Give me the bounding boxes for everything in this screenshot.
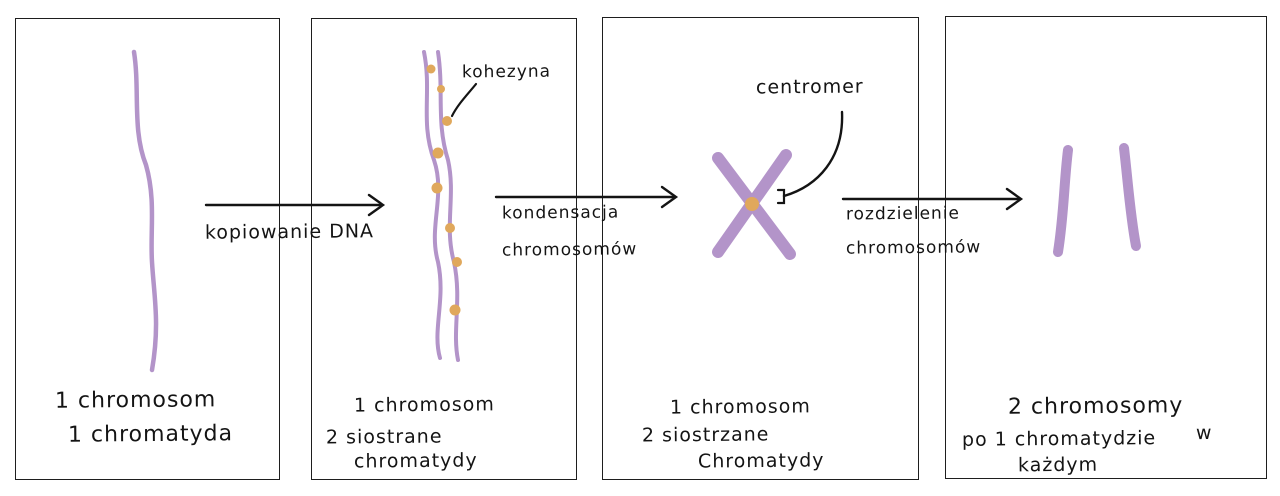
sister-chromatid-left [422,50,443,360]
cohesin-dot [431,182,443,194]
cohesin-pointer-line [450,82,478,118]
arrow-2-label-line-1: kondensacja [501,202,620,224]
panel-4-caption-line-3: w [1195,421,1213,445]
arrow-3 [841,187,1024,211]
panel-1 [15,18,280,480]
arrow-3-label-line-2: chromosomów [845,237,982,259]
centromere-dot [745,197,759,211]
cohesin-dot [442,116,452,126]
panel-4-caption-line-2: po 1 chromatydzie [961,427,1157,451]
panel-2-caption-line-3: chromatydy [353,449,478,473]
cohesin-dot [452,257,462,267]
separated-chromosome-right [1119,143,1141,251]
cohesin-label: kohezyna [461,61,552,83]
centromere-pointer-line [782,110,844,198]
cohesin-dot [432,147,444,159]
arrow-2 [494,185,679,209]
single-chromatid [131,49,159,373]
panel-4-caption-line-4: każdym [1017,453,1099,477]
arrow-1-label: kopiowanie DNA [204,220,375,244]
panel-2-caption-line-1: 1 chromosom [353,393,495,417]
panel-1-caption-line-1: 1 chromosom [54,387,217,414]
panel-3 [602,17,919,480]
panel-2-caption-line-2: 2 siostrane [325,425,443,449]
panel-3-caption-line-1: 1 chromosom [669,395,811,419]
panel-4 [945,16,1267,479]
cohesin-dot [445,223,455,233]
panel-3-caption-line-2: 2 siostrzane [641,423,770,447]
panel-1-caption-line-2: 1 chromatyda [67,421,234,448]
separated-chromosome-left [1053,145,1073,257]
cohesin-dot [426,64,436,74]
arrow-1 [204,193,386,217]
arrow-2-label-line-2: chromosomów [501,239,638,261]
panel-2 [311,18,577,480]
cohesin-dot [437,85,445,93]
centromere-label: centromer [755,75,864,99]
arrow-3-label-line-1: rozdzielenie [845,203,961,225]
panel-4-caption-line-1: 2 chromosomy [1007,393,1184,420]
cohesin-dot [449,304,461,316]
panel-3-caption-line-3: Chromatydy [697,449,825,473]
